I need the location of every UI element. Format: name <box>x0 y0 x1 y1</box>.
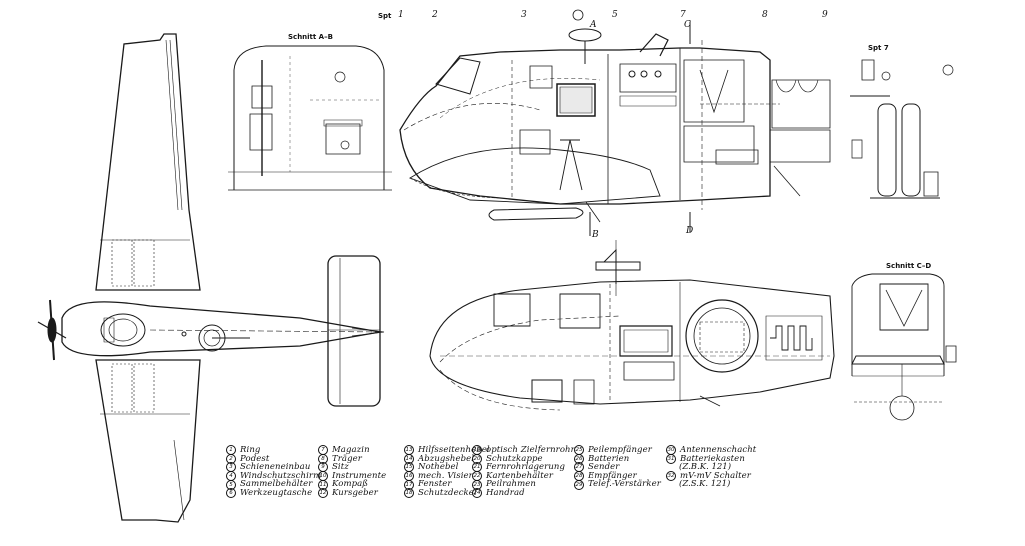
legend-item: 18 Schutzdeckel <box>404 487 490 499</box>
legend-item-label: Abzugshebel <box>418 453 475 464</box>
frame-number: 3 <box>521 10 527 20</box>
legend-item: 32 mV-mV Schalter <box>666 470 756 482</box>
section-cd-view <box>852 274 956 420</box>
section-cd-label: Schnitt C–D <box>886 262 932 270</box>
legend-item: 29 Telef.-Verstärker <box>574 479 661 490</box>
plan-detail-view <box>430 240 834 410</box>
legend-number-badge: 12 <box>318 488 328 499</box>
legend-item: 12 Kursgeber <box>318 487 386 499</box>
section-ab-view <box>228 46 392 190</box>
frame-number: 7 <box>680 10 686 20</box>
legend-item-label: Instrumente <box>332 470 387 481</box>
legend-item-label: Schieneneinbau <box>240 462 311 473</box>
legend-number-badge: 31 <box>666 453 676 464</box>
legend-item-label: Fenster <box>418 479 452 490</box>
frame-number: 8 <box>762 10 768 20</box>
legend-item-label: Magazin <box>332 445 370 455</box>
section-mark: C <box>684 20 691 30</box>
plan-view-tailplane <box>328 256 384 406</box>
legend-item-label: Sammelbehälter <box>240 479 313 490</box>
legend-item-note: (Z.B.K. 121) <box>679 462 732 473</box>
frame-number: 5 <box>612 10 618 20</box>
legend-item-label: Sender <box>588 462 620 473</box>
legend-item-label: Fernrohrlagerung <box>486 462 566 473</box>
section-ab-label: Schnitt A–B <box>288 33 333 41</box>
legend-number-badge: 6 <box>226 488 236 499</box>
spt7-section <box>850 60 953 198</box>
legend-item-label: Kartenbehälter <box>486 470 554 481</box>
frame-header-label: Spt <box>378 12 392 20</box>
legend-number-badge: 18 <box>404 488 414 499</box>
section-mark: A <box>590 20 597 30</box>
legend-item-label: Antennenschacht <box>680 445 757 455</box>
legend-item-label: Peilrahmen <box>486 479 536 490</box>
legend-item-label: Schutzdeckel <box>418 487 477 498</box>
legend-item-label: Peilempfänger <box>588 445 652 455</box>
legend-item-label: Schutzkappe <box>486 453 543 464</box>
legend-item-label: Windschutzschirm <box>240 470 322 481</box>
legend-item: 24 Handrad <box>472 487 575 499</box>
legend-item-label: mV-mV Schalter <box>680 470 751 481</box>
legend-item-label: Batterien <box>588 453 630 464</box>
legend-item-label: Empfänger <box>588 470 637 481</box>
section-mark: B <box>592 230 599 240</box>
plan-view-wing <box>96 34 200 522</box>
legend-item-label: Handrad <box>486 487 525 498</box>
legend-item-label: Ring <box>240 445 261 455</box>
legend-item-label: Hilfsseitenhebel <box>418 445 490 455</box>
legend-item-label: Kursgeber <box>332 487 378 498</box>
legend-number-badge: 32 <box>666 471 676 482</box>
legend-item-label: Telef.-Verstärker <box>588 479 661 490</box>
legend-item-label: Kompaß <box>332 479 369 490</box>
side-elevation-view <box>400 10 830 236</box>
legend-item-label: Podest <box>240 453 270 464</box>
frame-number: 9 <box>822 10 828 20</box>
legend-item: 31 Batteriekasten <box>666 453 756 464</box>
legend-item-label: Sitz <box>332 462 349 473</box>
spt7-label: Spt 7 <box>868 44 889 52</box>
legend-item-label: Batteriekasten <box>680 453 745 464</box>
legend-item-label: Werkzeugtasche <box>240 487 313 498</box>
frame-number: 2 <box>432 10 438 20</box>
legend-item-label: mech. Visier <box>418 470 473 481</box>
legend-item-label: optisch Zielfernrohr <box>486 445 575 455</box>
legend-number-badge: 29 <box>574 479 584 490</box>
legend-item-note: (Z.S.K. 121) <box>679 479 731 490</box>
plan-view-fuselage <box>38 300 380 360</box>
legend-item-label: Nothebel <box>418 462 459 473</box>
section-mark: D <box>686 226 694 236</box>
legend-number-badge: 24 <box>472 488 482 499</box>
legend-item: 6 Werkzeugtasche <box>226 487 321 499</box>
legend-item-label: Träger <box>332 453 362 464</box>
frame-number: 1 <box>398 10 404 20</box>
